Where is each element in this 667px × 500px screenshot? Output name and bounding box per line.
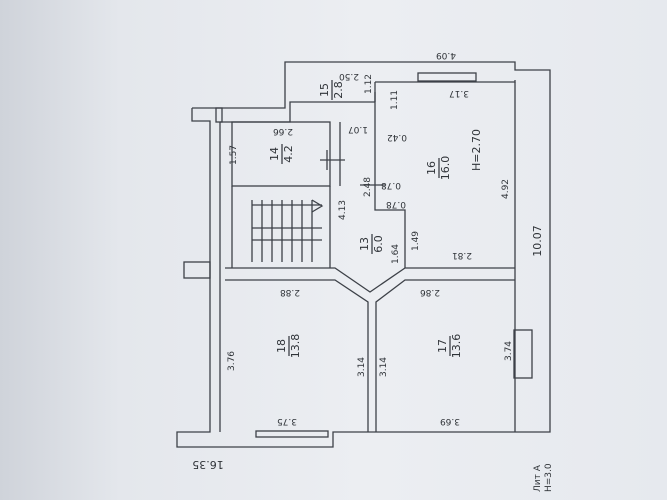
dim-label: 3.74: [504, 341, 514, 361]
room-13-number: 13: [358, 237, 371, 251]
room-13-area: 6.0: [372, 235, 385, 253]
room-17-area: 13.6: [450, 334, 463, 359]
interior-walls: [225, 82, 515, 432]
exterior-walls: [176, 61, 551, 448]
top-stub-label: 4.09: [436, 50, 456, 60]
corner-text-line2: H=3.0: [544, 463, 554, 492]
room-16-area: 16.0: [439, 156, 452, 181]
windows: [183, 72, 533, 438]
dim-label: 2.88: [280, 287, 300, 297]
dimension-labels: 2.66 1.57 2.50 1.12 1.11 3.17 1.07 0.42 …: [192, 50, 544, 471]
corner-text: Лит А H=3.0: [533, 463, 554, 492]
corner-text-line1: Лит А: [533, 464, 543, 492]
dim-label: 1.64: [391, 244, 401, 264]
dim-label: 4.13: [338, 200, 348, 220]
dim-label: 0.78: [386, 199, 406, 209]
dim-label: 1.49: [411, 231, 421, 251]
dim-label: 1.12: [364, 74, 374, 94]
room-14-number: 14: [268, 147, 281, 161]
dim-label: 3.14: [357, 357, 367, 377]
dim-label: 2.81: [452, 250, 472, 260]
overall-length-label: 16.35: [192, 458, 224, 471]
dim-label: 0.78: [381, 180, 401, 190]
dim-label: 2.66: [273, 126, 293, 136]
dim-label: 3.17: [449, 88, 469, 98]
room-labels: 14 4.2 15 2.8 16 16.0 H=2.70 13 6.0 18 1…: [268, 80, 483, 358]
dim-label: 0.42: [387, 132, 407, 142]
dim-label: 4.92: [501, 179, 511, 199]
overall-width-label: 10.07: [531, 225, 544, 257]
dim-label: 2.50: [339, 71, 359, 81]
dim-label: 2.48: [363, 177, 373, 197]
room-15-number: 15: [318, 83, 331, 97]
dim-label: 1.07: [348, 124, 368, 134]
room-17-number: 17: [436, 339, 449, 353]
door-marks: [320, 150, 385, 186]
dim-label: 3.76: [227, 351, 237, 371]
dim-label: 1.57: [229, 145, 239, 165]
dim-label: 2.86: [420, 287, 440, 297]
staircase: [251, 199, 324, 262]
room-15-area: 2.8: [332, 81, 345, 99]
room-14-area: 4.2: [282, 145, 295, 163]
room-18-number: 18: [275, 339, 288, 353]
dim-label: 3.14: [379, 357, 389, 377]
dim-label: 1.11: [390, 90, 400, 110]
dim-label: 3.69: [440, 416, 460, 426]
room-18-area: 13.8: [289, 334, 302, 359]
dim-label: 3.75: [277, 416, 297, 426]
room-16-number: 16: [425, 161, 438, 175]
room-16-height: H=2.70: [470, 129, 483, 171]
